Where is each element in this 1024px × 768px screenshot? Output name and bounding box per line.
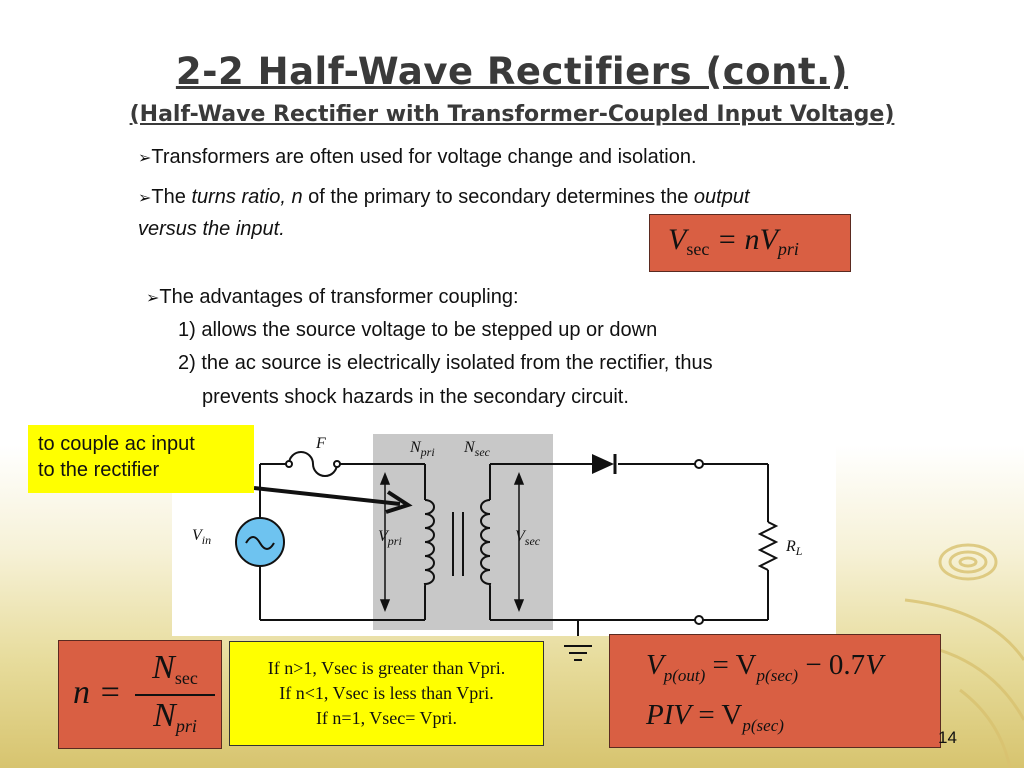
coupling-note: to couple ac input to the rectifier	[28, 425, 254, 493]
condition-greater: If n>1, Vsec is greater than Vpri.	[267, 658, 506, 678]
annotation-arrow	[253, 486, 413, 514]
condition-equal: If n=1, Vsec= Vpri.	[315, 708, 458, 728]
circuit-diagram: F Npri Nsec Vin Vpri Vsec RL	[172, 426, 836, 636]
bullet-turns-ratio: ➢The turns ratio, n of the primary to se…	[138, 186, 750, 240]
bullet-marker: ➢	[138, 150, 152, 167]
ground-symbol	[564, 645, 592, 661]
bullet-marker: ➢	[146, 290, 160, 307]
svg-text:Vin: Vin	[192, 527, 211, 547]
svg-text:RL: RL	[785, 538, 803, 558]
advantage-2: 2) the ac source is electrically isolate…	[178, 352, 713, 374]
diode-symbol	[592, 454, 614, 474]
fuse-symbol	[288, 451, 338, 477]
advantage-1: 1) allows the source voltage to be stepp…	[178, 319, 658, 341]
page-subtitle: (Half-Wave Rectifier with Transformer-Co…	[129, 102, 895, 127]
page-number: 14	[938, 728, 957, 747]
secondary-coil	[480, 499, 492, 587]
fuse-label: F	[315, 435, 326, 452]
equation-output-piv: Vp(out) = Vp(sec) − 0.7V PIV = Vp(sec)	[609, 634, 941, 748]
page-title: 2-2 Half-Wave Rectifiers (cont.)	[175, 50, 849, 93]
bullet-transformers: ➢Transformers are often used for voltage…	[138, 146, 697, 168]
bullet-advantages: ➢The advantages of transformer coupling:	[146, 286, 519, 308]
equation-vsec: Vsec = nVpri	[649, 214, 851, 272]
resistor-rl	[757, 521, 779, 571]
condition-less: If n<1, Vsec is less than Vpri.	[279, 683, 494, 703]
equation-turns-ratio: n = Nsec Npri	[58, 640, 222, 749]
bullet-marker: ➢	[138, 190, 152, 207]
advantage-2-cont: prevents shock hazards in the secondary …	[202, 386, 629, 408]
turns-ratio-conditions: If n>1, Vsec is greater than Vpri. If n<…	[229, 641, 544, 746]
svg-text:Nsec: Nsec	[463, 439, 491, 459]
svg-text:Vpri: Vpri	[378, 528, 402, 548]
svg-text:Npri: Npri	[409, 439, 435, 459]
svg-text:Vsec: Vsec	[515, 528, 541, 548]
primary-coil	[423, 499, 435, 587]
